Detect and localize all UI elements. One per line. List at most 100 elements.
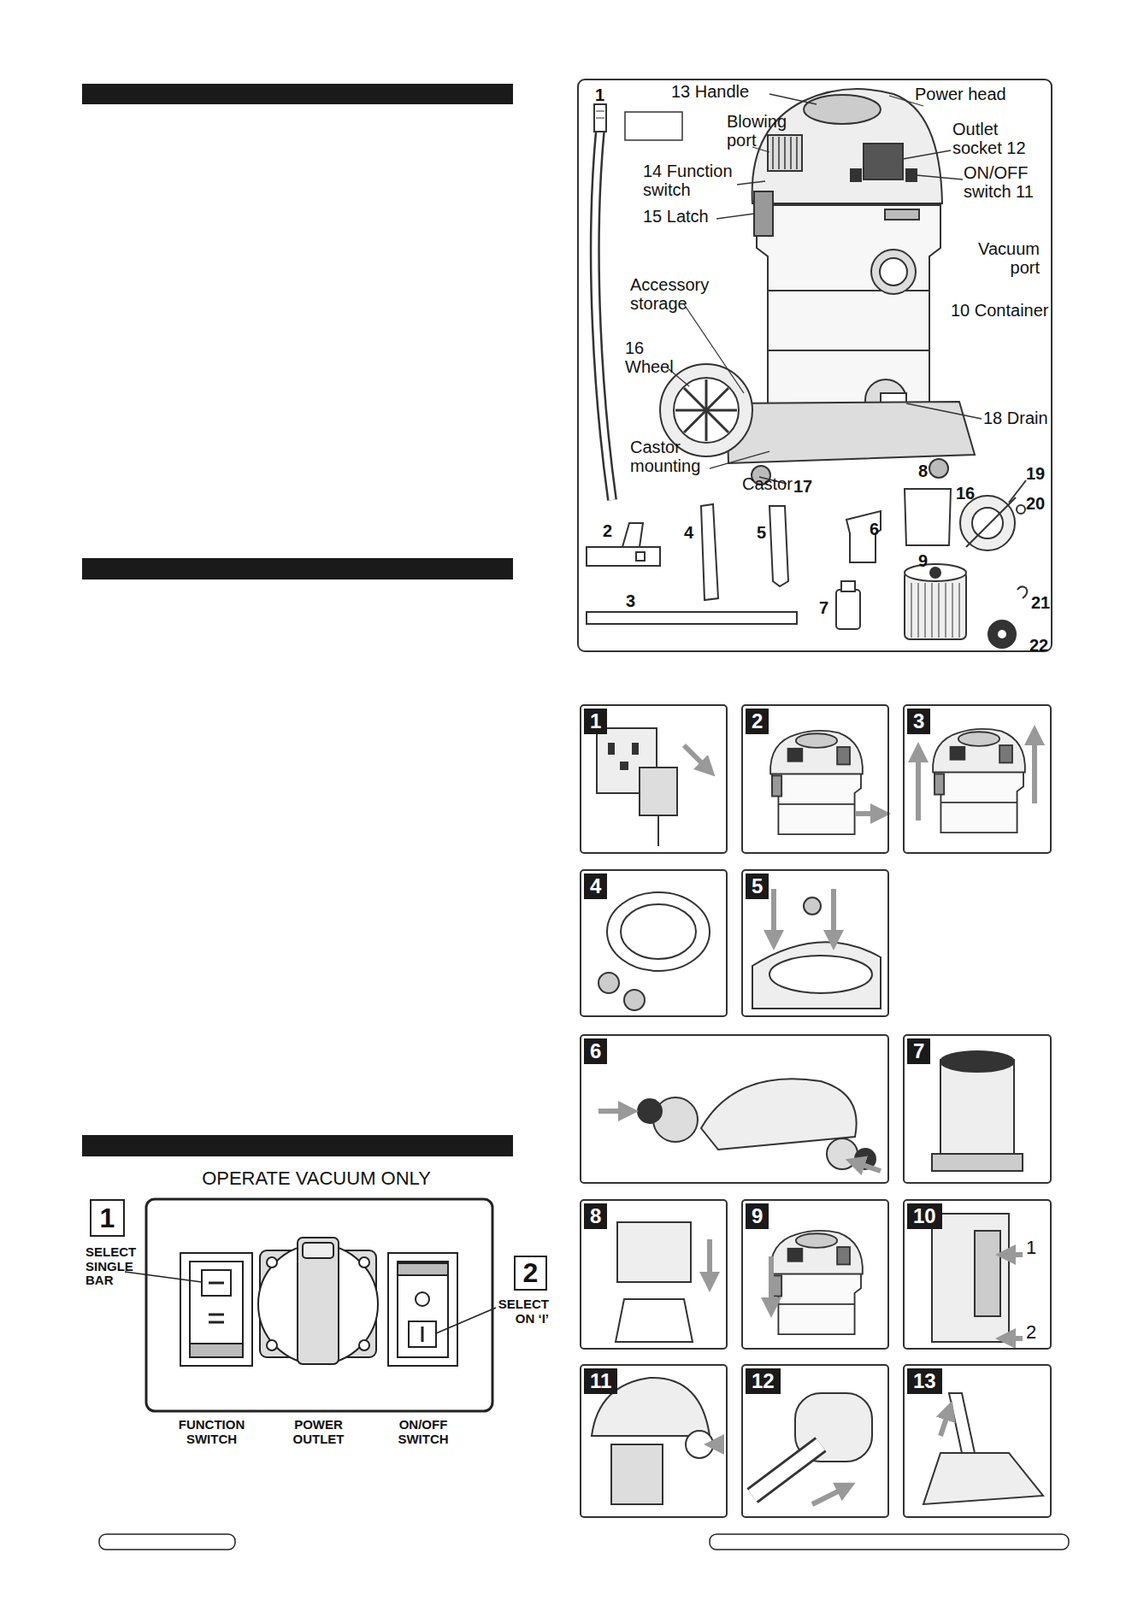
switch-panel <box>180 1253 253 1367</box>
step-sketch <box>1031 735 1038 804</box>
hose <box>594 104 607 132</box>
step-sketch <box>620 904 696 960</box>
switch-panel <box>189 1261 243 1358</box>
step-sketch <box>803 897 821 915</box>
step-sketch <box>854 811 881 817</box>
callout-number: 4 <box>683 523 702 543</box>
step-panel: 8 <box>579 1199 728 1351</box>
vacuum-body <box>772 136 797 170</box>
step-panel: 5 <box>741 869 890 1018</box>
vacuum-body <box>767 349 930 352</box>
switch-panel <box>208 1321 225 1325</box>
switch-panel <box>124 1199 496 1412</box>
section-header-bar <box>82 83 513 105</box>
callout-number: 7 <box>819 598 837 618</box>
accessory <box>911 583 913 638</box>
step-sketch <box>598 972 620 994</box>
step-sketch <box>1005 1252 1023 1258</box>
accessory <box>952 583 954 638</box>
switch-panel <box>302 1243 334 1259</box>
switch-label: FUNCTION SWITCH <box>170 1418 253 1447</box>
step-panel: 4 <box>579 869 728 1018</box>
step-sketch <box>854 1162 881 1172</box>
vacuum-body <box>778 136 780 170</box>
switch-panel <box>388 1253 458 1367</box>
callout-number: 19 <box>1025 464 1052 484</box>
vacuum-body <box>756 205 941 411</box>
step-sketch <box>752 1444 821 1497</box>
step-sketch <box>591 728 1044 1505</box>
vacuum-body <box>784 136 786 170</box>
step-sketch <box>713 1442 723 1448</box>
step-sketch <box>769 955 873 994</box>
callout-number: 3 <box>625 591 643 611</box>
vacuum-body <box>850 169 861 182</box>
callout-number: 21 <box>1031 593 1057 613</box>
switch-panel <box>201 1270 231 1297</box>
callout-number: 1 <box>100 1202 116 1235</box>
vacuum-body <box>683 388 729 433</box>
step-number: 6 <box>583 1038 608 1065</box>
callout-number: 9 <box>918 551 936 571</box>
step-number: 5 <box>745 873 769 900</box>
leader-line <box>769 94 817 105</box>
accessory <box>701 504 719 601</box>
step-sketch <box>974 1231 1001 1317</box>
part-label: ON/OFF switch 11 <box>963 163 1050 201</box>
step-sketch <box>931 1214 1009 1343</box>
vacuum-body <box>863 143 903 180</box>
switch-panel <box>208 1282 225 1286</box>
footer-box <box>99 1534 236 1551</box>
accessory <box>1017 586 1027 599</box>
accessory <box>996 629 1008 640</box>
step-sketch <box>632 743 638 755</box>
step-sketch <box>940 1051 1015 1073</box>
step-sketch <box>940 1410 950 1437</box>
callout-number: 16 <box>955 483 982 503</box>
part-label: Power head <box>914 84 1035 104</box>
vacuum-body <box>673 377 739 443</box>
step-sketch <box>826 1138 858 1170</box>
vacuum-body <box>772 136 774 170</box>
callout-number: 20 <box>1025 494 1052 513</box>
step-number-box: 2 <box>513 1255 548 1292</box>
step-panel: 12 <box>741 1364 890 1519</box>
accessory <box>959 583 961 638</box>
step-sketch <box>770 1231 863 1335</box>
step-panel: 9 <box>741 1199 890 1351</box>
vacuum-body <box>752 88 943 204</box>
callout-number: 17 <box>793 477 820 496</box>
step-sketch <box>637 1099 662 1124</box>
vacuum-body <box>767 135 802 171</box>
accessory <box>988 620 1016 649</box>
step-panel: 2 <box>741 704 890 855</box>
step-sketch <box>608 743 614 755</box>
switch-panel <box>408 1321 437 1348</box>
hose <box>595 129 613 501</box>
step-panel: 7 <box>902 1034 1052 1185</box>
part-label: 16 Wheel <box>624 338 694 377</box>
step-sketch <box>923 1453 1044 1505</box>
accessory <box>966 497 1016 548</box>
step-sketch <box>685 1431 714 1459</box>
vacuum-body <box>726 401 975 464</box>
step-sketch <box>607 892 710 972</box>
vacuum-body <box>884 209 920 220</box>
callout-number: 22 <box>1029 636 1056 655</box>
part-label: 18 Drain <box>983 408 1049 428</box>
part-label: Accessory storage <box>630 275 726 313</box>
switch-panel <box>359 1340 370 1351</box>
accessory <box>1008 480 1026 503</box>
accessory <box>841 581 855 592</box>
step-panel: 1 <box>579 704 728 855</box>
hose <box>595 111 605 113</box>
switch-panel <box>146 1199 493 1412</box>
step-number-box: 1 <box>89 1199 125 1238</box>
step-sketch <box>932 729 1026 833</box>
step-number: 4 <box>583 873 608 900</box>
switch-panel <box>436 1308 496 1334</box>
vacuum-body <box>790 136 792 170</box>
switch-panel <box>415 1292 430 1307</box>
